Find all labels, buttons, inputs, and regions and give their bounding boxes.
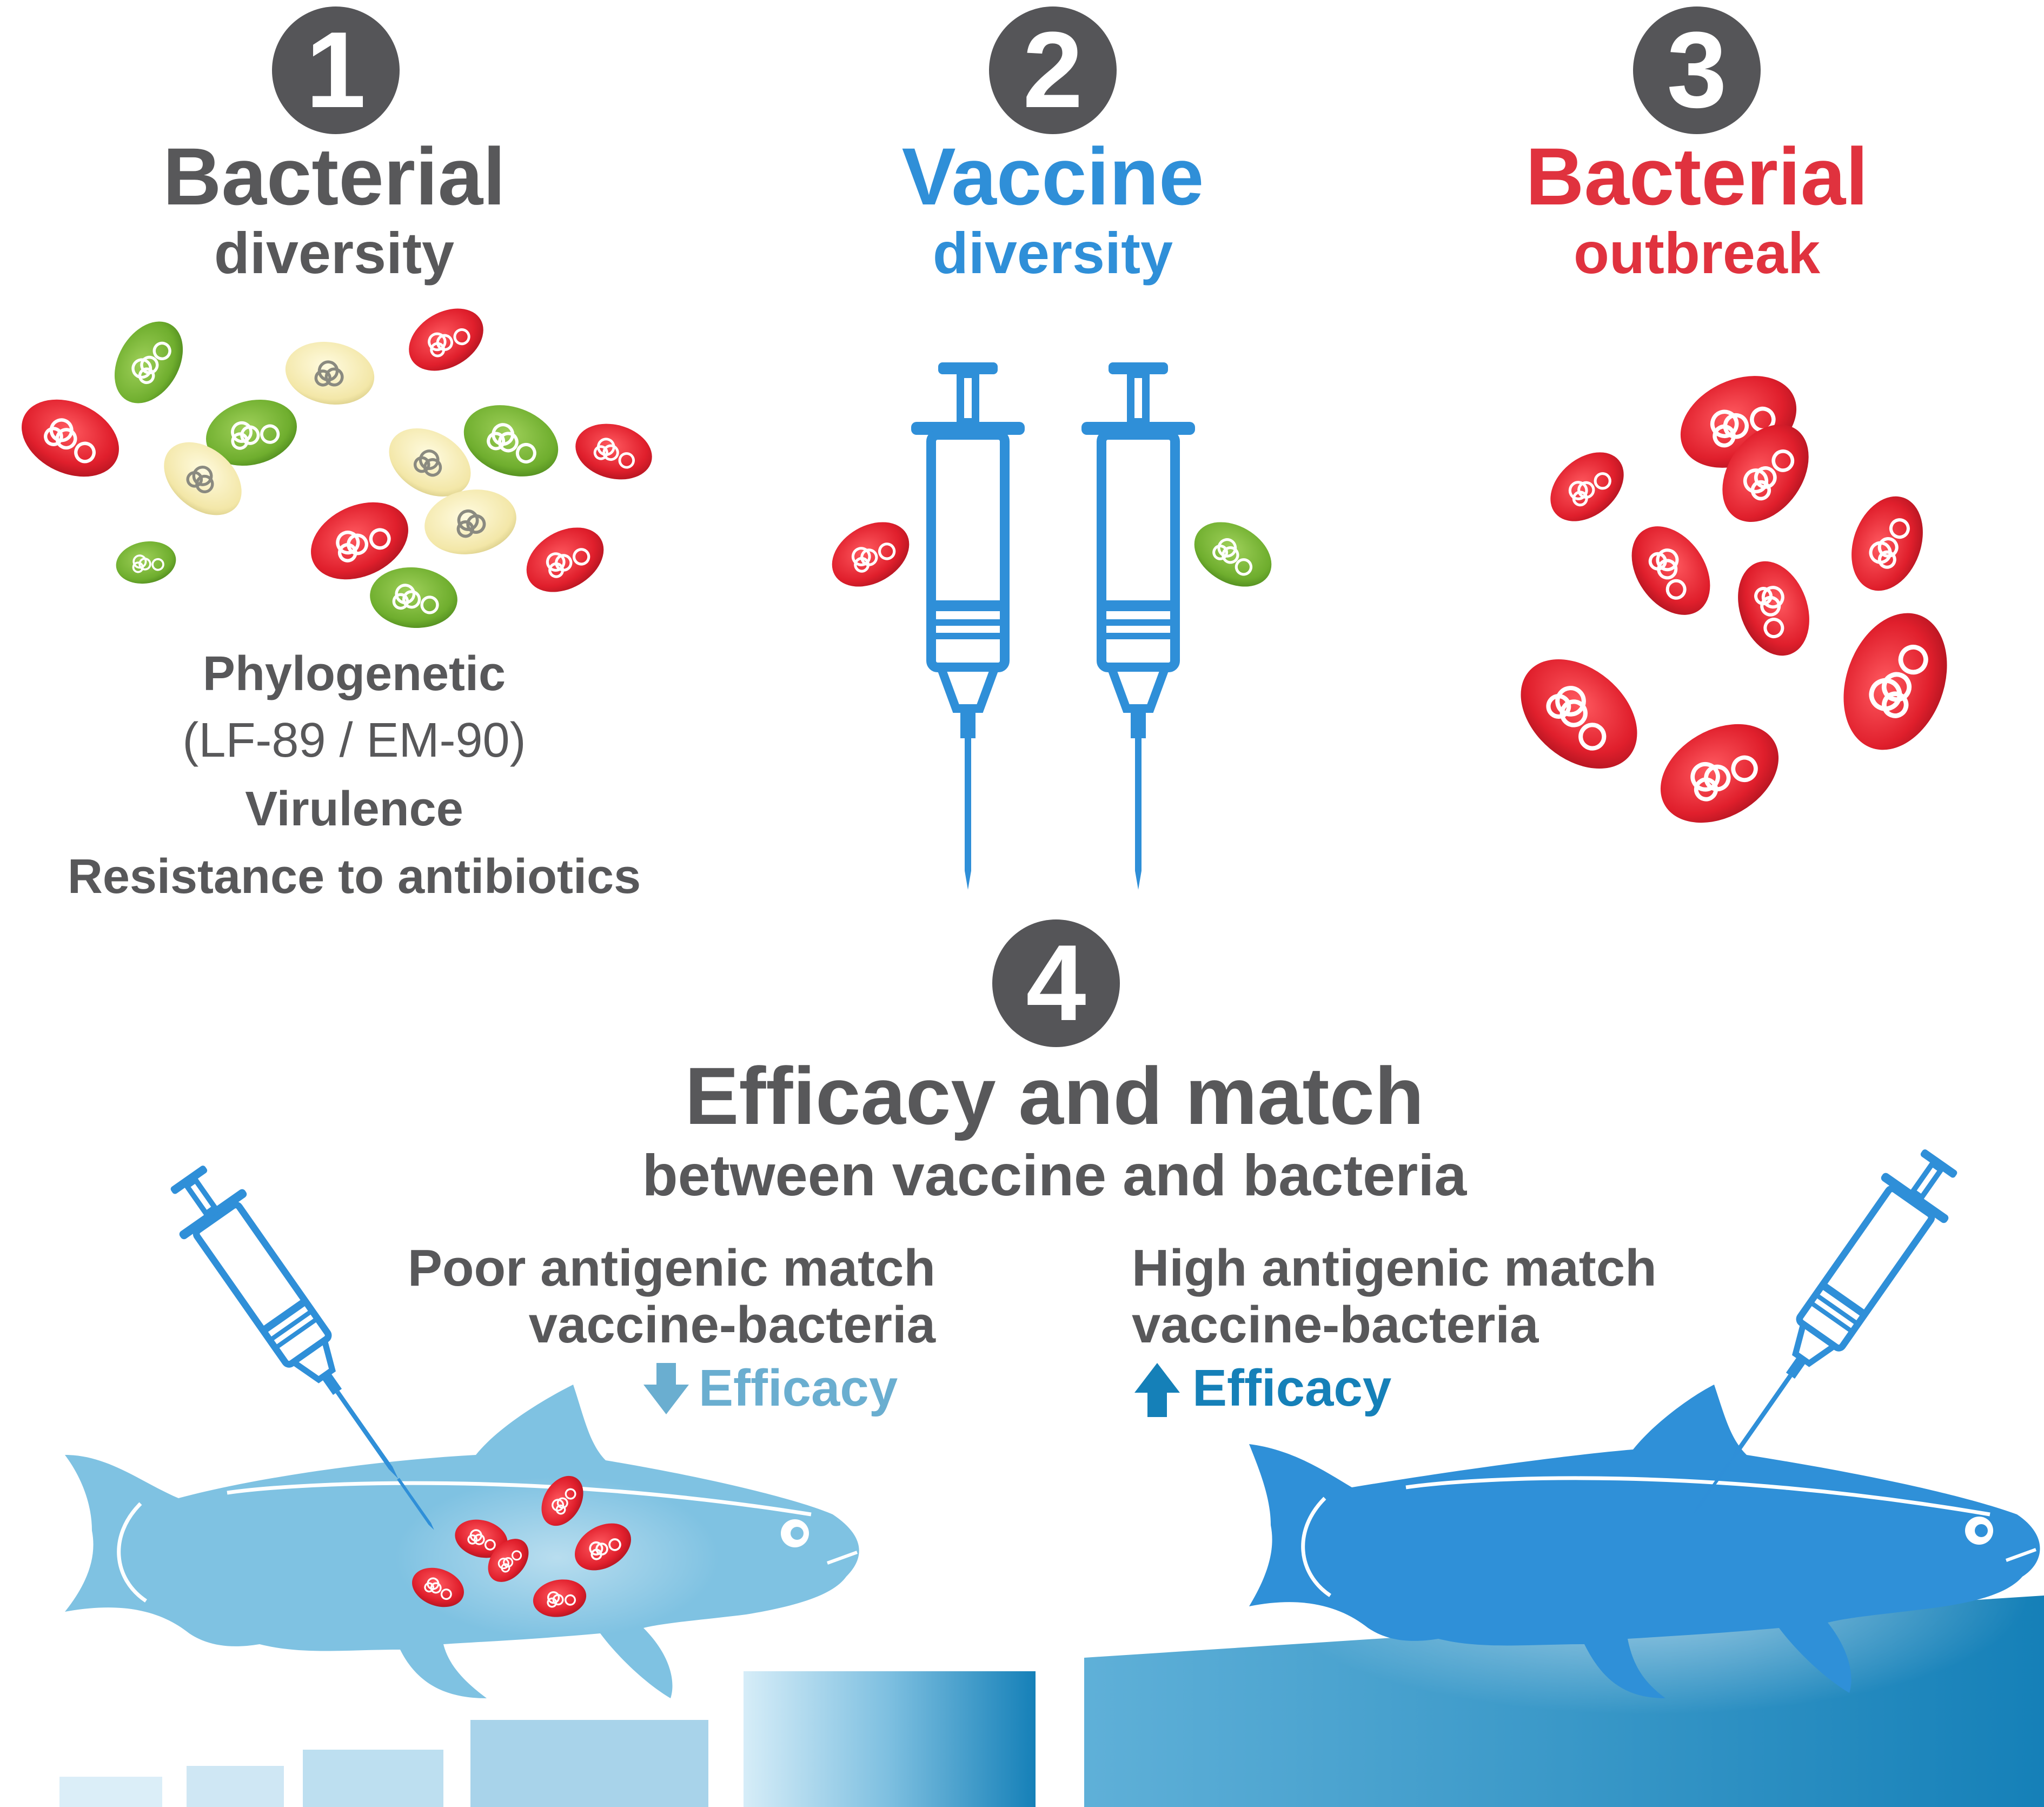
- arrow-up-icon: [1134, 1363, 1180, 1417]
- high-match-line1: High antigenic match: [1132, 1239, 1657, 1297]
- syringe-high-match: [1661, 1137, 1974, 1514]
- poor-match-line2: vaccine-bacteria: [528, 1296, 935, 1354]
- step-4-title: Efficacy and match: [685, 1050, 1424, 1141]
- poor-efficacy-label: Efficacy: [699, 1359, 898, 1417]
- arrow-down-icon: [643, 1363, 689, 1414]
- step-2-number: 2: [989, 6, 1117, 134]
- vaccine-green-bacterium: [1183, 509, 1283, 600]
- step-1-subtitle: diversity: [214, 220, 455, 286]
- step-4-subtitle: between vaccine and bacteria: [642, 1142, 1467, 1208]
- step-3-subtitle: outbreak: [1573, 220, 1821, 286]
- high-match-line2: vaccine-bacteria: [1132, 1296, 1539, 1354]
- fish-poor-match: [65, 1385, 859, 1698]
- step-3-number: 3: [1633, 6, 1761, 134]
- step-4-number: 4: [992, 919, 1120, 1047]
- step-2-title: Vaccine: [901, 131, 1204, 222]
- step-1-detail-strains: (LF-89 / EM-90): [182, 713, 526, 767]
- step-1-title: Bacterial: [163, 131, 506, 222]
- vaccine-red-bacterium: [820, 509, 920, 600]
- fish-high-match: [1249, 1385, 2040, 1715]
- bacteria-cluster-outbreak: [1499, 358, 1965, 843]
- syringe-red-vaccine: [911, 362, 1025, 890]
- poor-match-line1: Poor antigenic match: [407, 1239, 935, 1297]
- high-efficacy-label: Efficacy: [1192, 1359, 1392, 1417]
- step-1-detail-phylogenetic: Phylogenetic: [202, 647, 506, 701]
- step-2-subtitle: diversity: [932, 220, 1173, 286]
- syringe-green-vaccine: [1081, 362, 1195, 890]
- step-1-detail-resistance: Resistance to antibiotics: [67, 850, 641, 904]
- syringe-poor-match: [154, 1154, 467, 1530]
- step-1-number: 1: [272, 6, 400, 134]
- step-1-detail-virulence: Virulence: [245, 782, 463, 836]
- bacteria-cluster-diverse: [9, 296, 659, 632]
- step-3-title: Bacterial: [1525, 131, 1868, 222]
